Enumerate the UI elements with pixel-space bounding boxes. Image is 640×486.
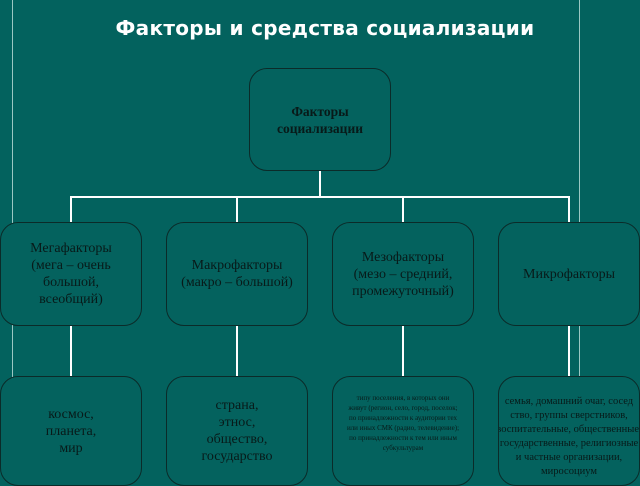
- factor-text: Макрофакторы: [191, 258, 283, 273]
- example-text: типу поселения, в которых они: [356, 394, 450, 402]
- factor-meso-box: Мезофакторы (мезо – средний, промежуточн…: [332, 222, 474, 326]
- example-text: по принадлежности к аудитории тех: [349, 414, 457, 422]
- connector: [70, 196, 72, 222]
- example-micro-box: семья, домашний очаг, сосед ство, группы…: [498, 376, 640, 486]
- example-meso-box: типу поселения, в которых они живут (рег…: [332, 376, 474, 486]
- connector: [319, 170, 321, 198]
- factor-text: Мегафакторы: [30, 241, 112, 256]
- example-text: общество,: [206, 432, 268, 447]
- slide-title: Факторы и средства социализации: [115, 16, 535, 40]
- example-text: живут (регион, село, город, поселок;: [348, 404, 458, 412]
- factor-text: (макро – большой): [181, 275, 293, 290]
- factor-mega-box: Мегафакторы (мега – очень большой, всеоб…: [0, 222, 142, 326]
- factor-text: промежуточный): [352, 283, 454, 299]
- example-text: воспитательные, общественные,: [498, 424, 640, 435]
- factor-text: Микрофакторы: [523, 266, 615, 282]
- example-text: и частные организации,: [515, 452, 623, 463]
- connector: [568, 325, 570, 376]
- connector: [568, 196, 570, 222]
- example-text: этнос,: [218, 415, 256, 430]
- connector: [70, 325, 72, 376]
- factor-text: всеобщий): [39, 292, 103, 307]
- example-text: субкультурам: [382, 444, 424, 452]
- factor-text: (мега – очень: [31, 258, 111, 273]
- example-text: миросоциум: [541, 466, 597, 477]
- example-text: государственные, религиозные: [499, 438, 639, 449]
- example-macro-box: страна, этнос, общество, государство: [166, 376, 308, 486]
- root-label: социализации: [276, 120, 364, 136]
- example-text: ство, группы сверстников,: [510, 410, 628, 421]
- connector: [236, 196, 238, 222]
- factor-text: Мезофакторы: [361, 249, 445, 265]
- example-text: семья, домашний очаг, сосед: [504, 396, 634, 407]
- example-text: страна,: [215, 398, 259, 413]
- example-text: государство: [201, 449, 273, 464]
- example-text: планета,: [45, 423, 97, 439]
- example-text: или иных СМК (радио, телевидение);: [346, 424, 460, 432]
- connector: [402, 325, 404, 376]
- example-mega-box: космос, планета, мир: [0, 376, 142, 486]
- root-label: Факторы: [291, 103, 349, 119]
- connector: [70, 196, 570, 198]
- factor-text: большой,: [42, 275, 100, 290]
- factor-micro-box: Микрофакторы: [498, 222, 640, 326]
- connector: [402, 196, 404, 222]
- connector: [236, 325, 238, 376]
- factor-text: (мезо – средний,: [353, 266, 453, 282]
- example-text: мир: [59, 440, 83, 456]
- example-text: космос,: [48, 406, 94, 422]
- factor-macro-box: Макрофакторы (макро – большой): [166, 222, 308, 326]
- root-box: Факторы социализации: [249, 68, 391, 171]
- example-text: по принадлежности к тем или иным: [349, 434, 457, 442]
